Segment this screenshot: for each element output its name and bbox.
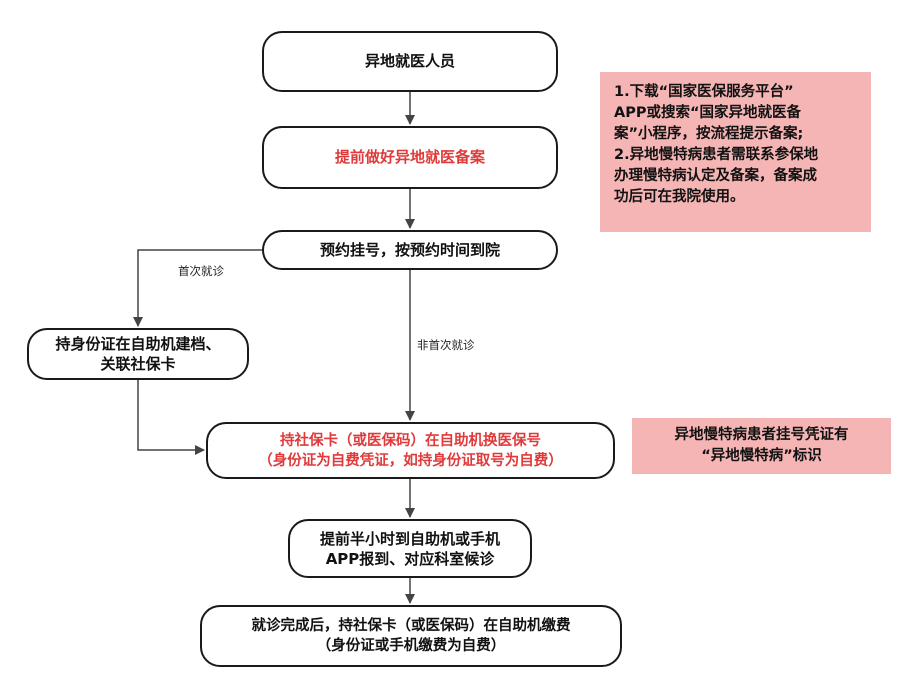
- node-exchange-line-1: 持社保卡（或医保码）在自助机换医保号: [280, 432, 541, 449]
- note-filing-line-3: 案”小程序，按流程提示备案;: [614, 126, 804, 142]
- note-filing-line-2: APP或搜索“国家异地就医备: [614, 105, 802, 121]
- node-payment-line-1: 就诊完成后，持社保卡（或医保码）在自助机缴费: [251, 618, 571, 634]
- node-exchange: 持社保卡（或医保码）在自助机换医保号 （身份证为自费凭证，如持身份证取号为自费）: [206, 422, 615, 479]
- node-payment-line-2: （身份证或手机缴费为自费）: [316, 638, 506, 654]
- note-chronic-line-2: “异地慢特病”标识: [701, 448, 822, 464]
- node-checkin-line-1: 提前半小时到自助机或手机: [319, 529, 500, 548]
- node-first-visit-setup-line-2: 关联社保卡: [100, 355, 176, 373]
- node-start-line-1: 异地就医人员: [364, 52, 455, 70]
- node-payment: 就诊完成后，持社保卡（或医保码）在自助机缴费 （身份证或手机缴费为自费）: [200, 605, 622, 667]
- node-first-visit-setup: 持身份证在自助机建档、 关联社保卡: [27, 328, 249, 380]
- note-chronic-line-1: 异地慢特病患者挂号凭证有: [674, 427, 849, 443]
- node-register: 预约挂号，按预约时间到院: [262, 230, 558, 270]
- note-filing-line-4: 2.异地慢特病患者需联系参保地: [614, 147, 819, 163]
- node-checkin: 提前半小时到自助机或手机 APP报到、对应科室候诊: [288, 519, 532, 578]
- node-start: 异地就医人员: [262, 31, 558, 92]
- node-first-visit-setup-line-1: 持身份证在自助机建档、: [55, 335, 221, 353]
- edge-label-not-first-visit: 非首次就诊: [417, 338, 475, 352]
- note-filing-line-1: 1.下载“国家医保服务平台”: [614, 84, 794, 100]
- edge-label-first-visit: 首次就诊: [178, 264, 224, 278]
- node-filing-line-1: 提前做好异地就医备案: [334, 148, 485, 166]
- node-checkin-line-2: APP报到、对应科室候诊: [325, 549, 495, 568]
- note-filing-line-6: 功后可在我院使用。: [614, 189, 745, 205]
- note-filing-instructions: 1.下载“国家医保服务平台” APP或搜索“国家异地就医备 案”小程序，按流程提…: [600, 72, 871, 232]
- node-register-line-1: 预约挂号，按预约时间到院: [319, 240, 500, 259]
- arrow-register-to-first-visit-setup: [133, 249, 262, 327]
- node-filing: 提前做好异地就医备案: [262, 126, 558, 189]
- arrow-first-visit-setup-to-exchange: [137, 380, 205, 455]
- note-chronic-disease-tag: 异地慢特病患者挂号凭证有 “异地慢特病”标识: [632, 418, 891, 474]
- node-exchange-line-2: （身份证为自费凭证，如持身份证取号为自费）: [258, 452, 563, 469]
- note-filing-line-5: 办理慢特病认定及备案，备案成: [614, 168, 817, 184]
